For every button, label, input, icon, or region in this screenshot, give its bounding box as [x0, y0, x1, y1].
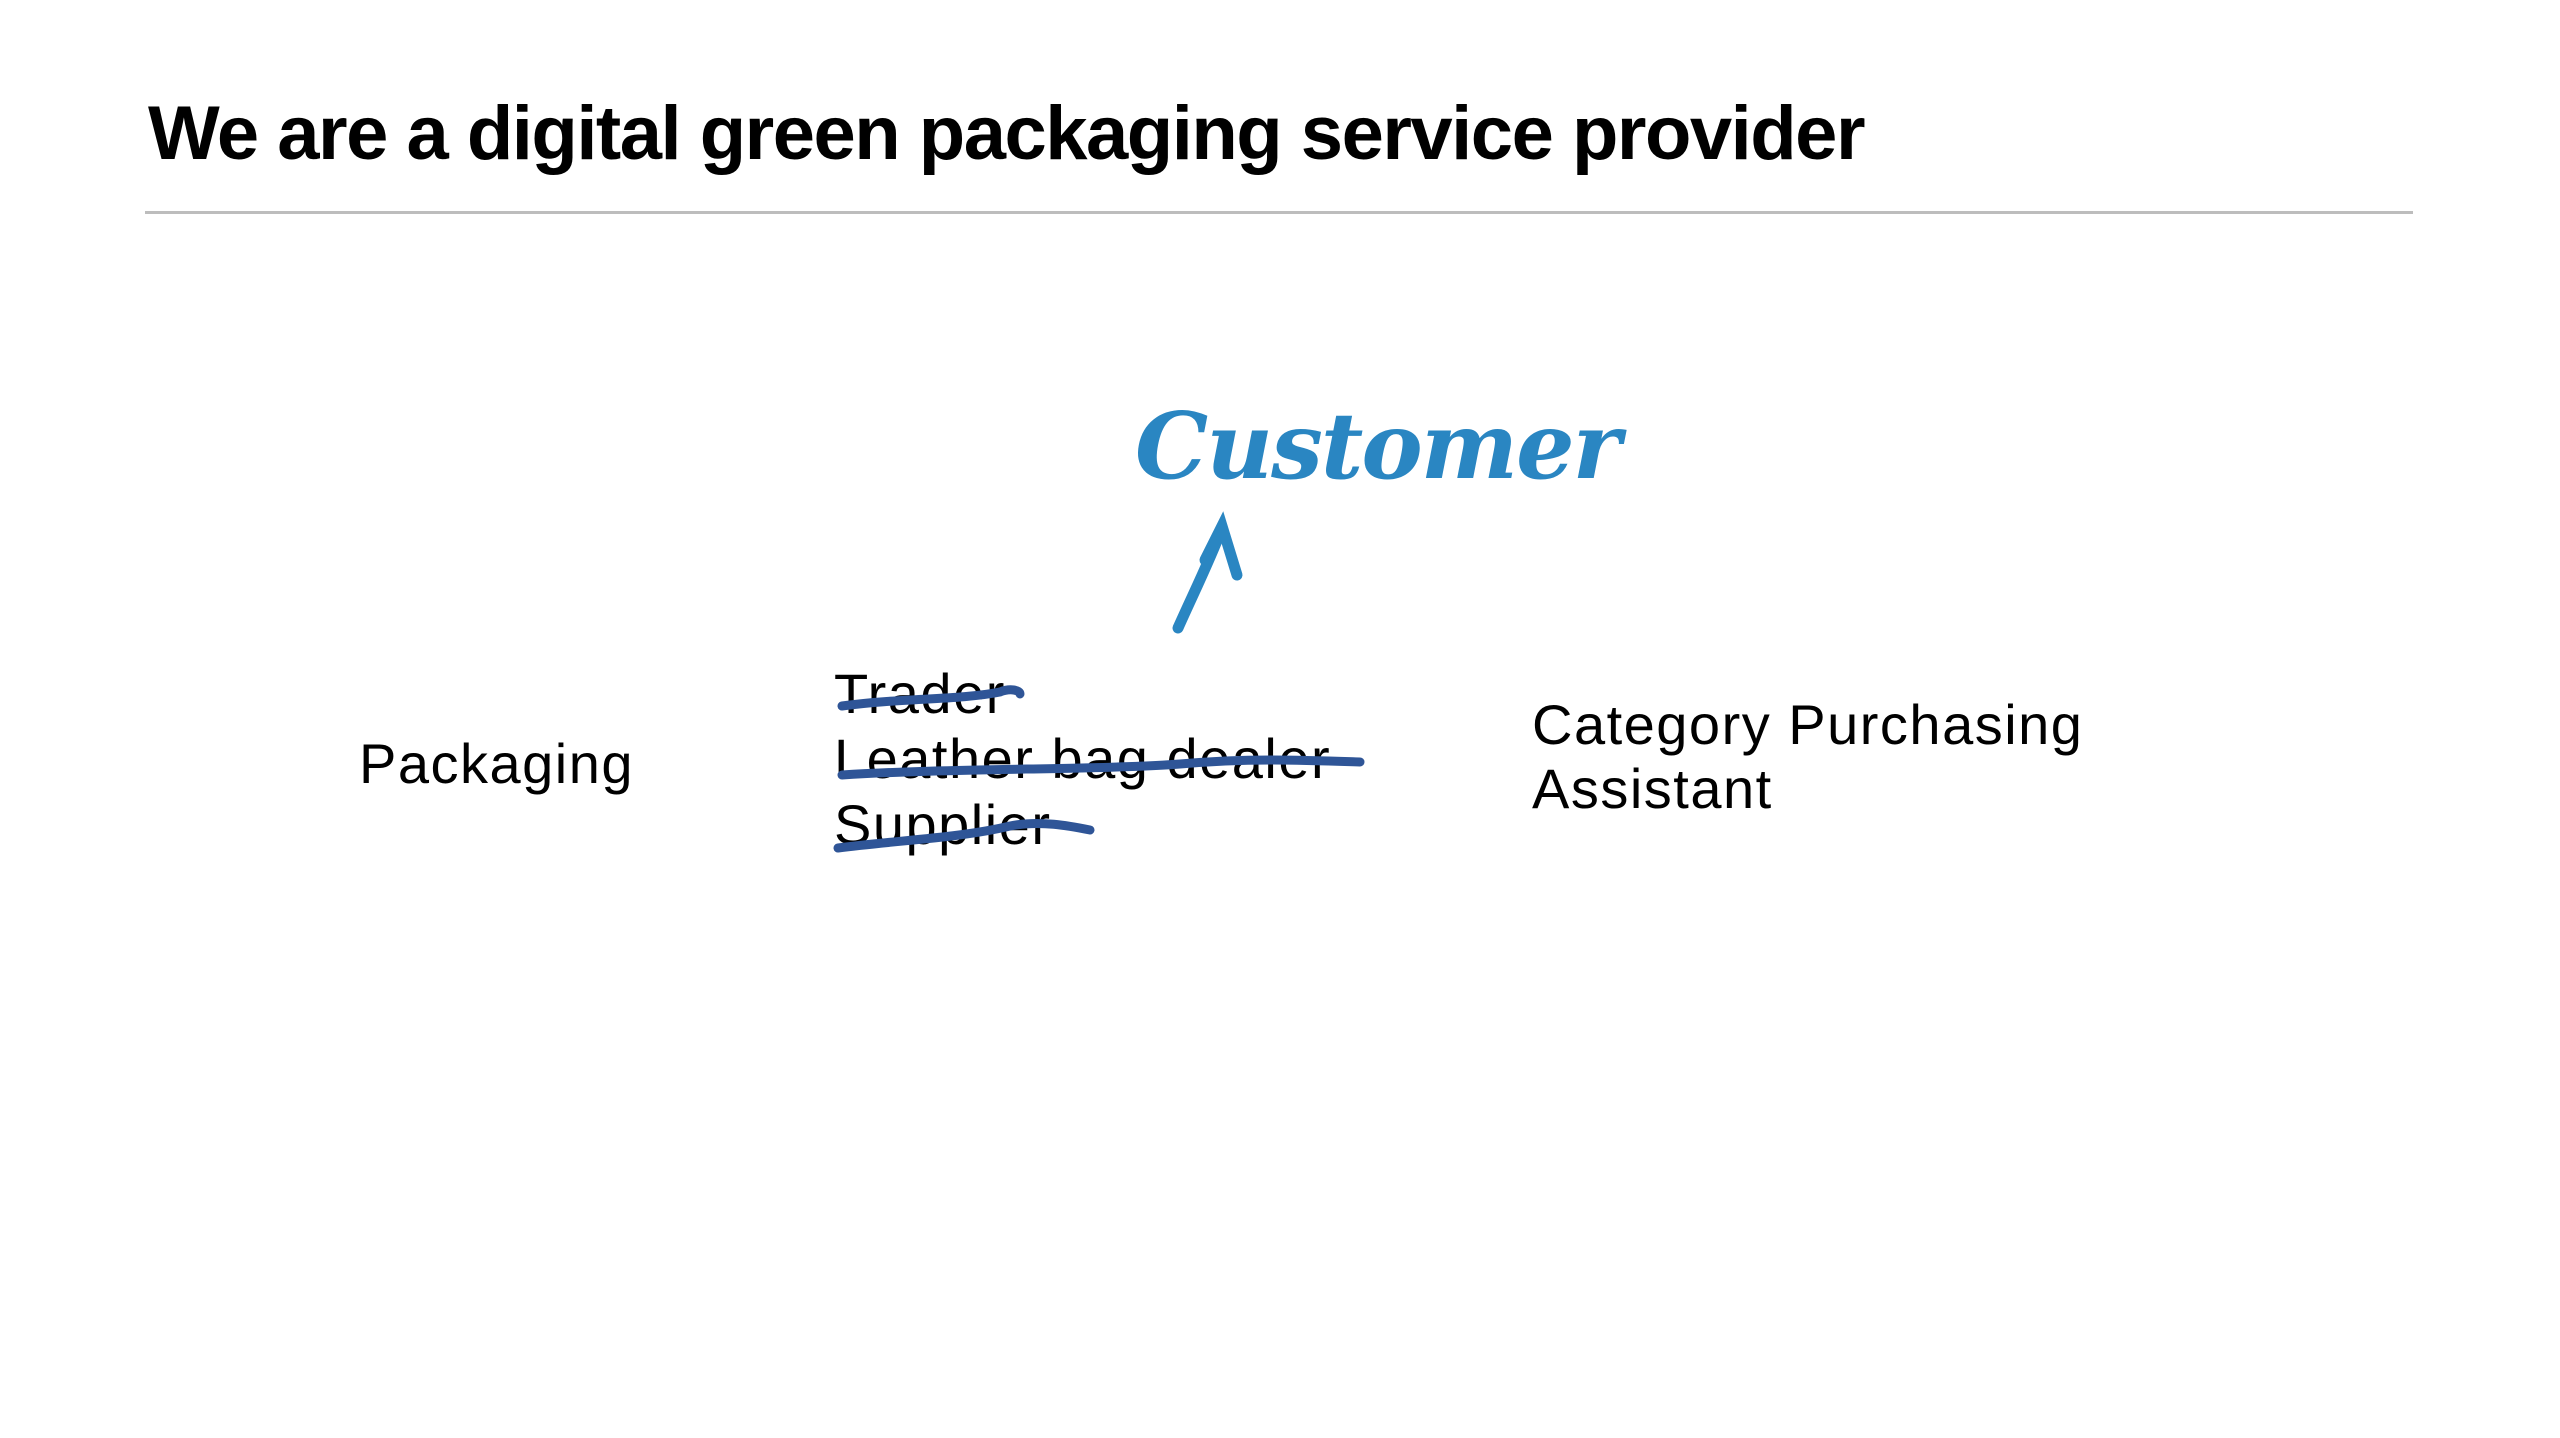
strike-line-trader: [837, 685, 1025, 711]
title-divider: [145, 211, 2413, 214]
strike-line-supplier: [833, 818, 1095, 853]
category-purchasing-label: Category Purchasing: [1532, 693, 2084, 756]
slide-title: We are a digital green packaging service…: [148, 91, 1866, 176]
assistant-label: Assistant: [1532, 757, 1773, 820]
customer-handwritten-label: Customer: [1135, 392, 1621, 500]
up-arrow-icon: [1172, 511, 1243, 634]
strike-line-leather: [837, 755, 1365, 780]
packaging-label: Packaging: [359, 732, 635, 795]
